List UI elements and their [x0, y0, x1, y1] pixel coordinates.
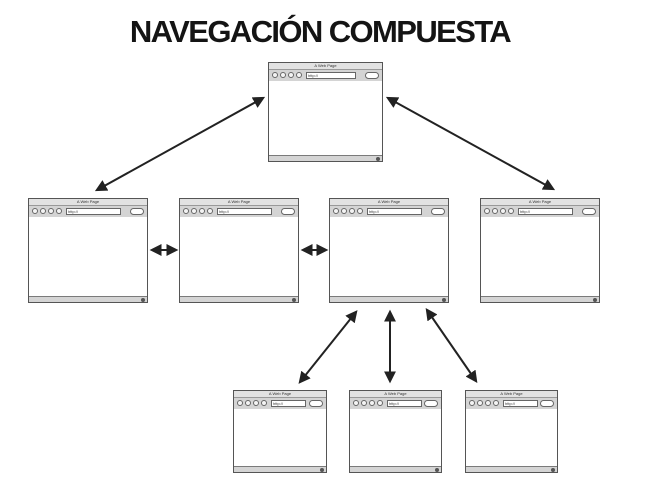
url-field: http:// — [66, 208, 121, 215]
back-icon — [333, 208, 339, 214]
page-content — [481, 217, 599, 297]
search-icon — [424, 400, 438, 407]
resize-grip-icon — [442, 298, 446, 302]
status-bar — [330, 296, 448, 302]
window-titlebar: A Web Page — [269, 63, 382, 70]
url-field: http:// — [518, 208, 573, 215]
browser-window-sub-3[interactable]: A Web Page http:// — [465, 390, 558, 473]
arrow-page-3-to-sub-3 — [425, 308, 478, 383]
forward-icon — [245, 400, 251, 406]
url-field: http:// — [306, 72, 356, 79]
url-field: http:// — [503, 400, 538, 407]
forward-icon — [40, 208, 46, 214]
browser-window-page-4[interactable]: A Web Page http:// — [480, 198, 600, 303]
stop-icon — [48, 208, 54, 214]
window-titlebar: A Web Page — [234, 391, 326, 398]
status-bar — [350, 466, 441, 472]
status-bar — [466, 466, 557, 472]
url-field: http:// — [271, 400, 306, 407]
forward-icon — [280, 72, 286, 78]
search-icon — [281, 208, 295, 215]
back-icon — [469, 400, 475, 406]
browser-window-home[interactable]: A Web Page http:// — [268, 62, 383, 162]
window-titlebar: A Web Page — [330, 199, 448, 206]
arrow-page-3-to-sub-1 — [298, 310, 358, 384]
home-icon — [377, 400, 383, 406]
stop-icon — [199, 208, 205, 214]
window-titlebar: A Web Page — [180, 199, 298, 206]
forward-icon — [341, 208, 347, 214]
url-field: http:// — [387, 400, 422, 407]
back-icon — [272, 72, 278, 78]
forward-icon — [361, 400, 367, 406]
browser-toolbar: http:// — [234, 398, 326, 410]
page-content — [330, 217, 448, 297]
resize-grip-icon — [435, 468, 439, 472]
status-bar — [234, 466, 326, 472]
window-titlebar: A Web Page — [466, 391, 557, 398]
stop-icon — [500, 208, 506, 214]
home-icon — [56, 208, 62, 214]
back-icon — [183, 208, 189, 214]
search-icon — [540, 400, 554, 407]
browser-window-page-2[interactable]: A Web Page http:// — [179, 198, 299, 303]
search-icon — [309, 400, 323, 407]
home-icon — [296, 72, 302, 78]
resize-grip-icon — [320, 468, 324, 472]
arrow-home-to-page-4 — [385, 96, 556, 191]
stop-icon — [288, 72, 294, 78]
resize-grip-icon — [593, 298, 597, 302]
forward-icon — [492, 208, 498, 214]
status-bar — [481, 296, 599, 302]
status-bar — [29, 296, 147, 302]
stop-icon — [369, 400, 375, 406]
window-titlebar: A Web Page — [350, 391, 441, 398]
back-icon — [353, 400, 359, 406]
browser-window-sub-2[interactable]: A Web Page http:// — [349, 390, 442, 473]
status-bar — [269, 155, 382, 161]
window-titlebar: A Web Page — [29, 199, 147, 206]
url-field: http:// — [367, 208, 422, 215]
page-content — [269, 81, 382, 156]
resize-grip-icon — [551, 468, 555, 472]
resize-grip-icon — [376, 157, 380, 161]
window-titlebar: A Web Page — [481, 199, 599, 206]
url-field: http:// — [217, 208, 272, 215]
diagram-title: NAVEGACIÓN COMPUESTA — [129, 14, 512, 49]
resize-grip-icon — [292, 298, 296, 302]
browser-window-sub-1[interactable]: A Web Page http:// — [233, 390, 327, 473]
browser-window-page-3[interactable]: A Web Page http:// — [329, 198, 449, 303]
home-icon — [261, 400, 267, 406]
home-icon — [493, 400, 499, 406]
search-icon — [431, 208, 445, 215]
home-icon — [508, 208, 514, 214]
page-content — [234, 409, 326, 467]
status-bar — [180, 296, 298, 302]
stop-icon — [485, 400, 491, 406]
arrow-home-to-page-1 — [94, 96, 266, 192]
forward-icon — [191, 208, 197, 214]
page-content — [180, 217, 298, 297]
home-icon — [207, 208, 213, 214]
browser-window-page-1[interactable]: A Web Page http:// — [28, 198, 148, 303]
resize-grip-icon — [141, 298, 145, 302]
search-icon — [130, 208, 144, 215]
search-icon — [582, 208, 596, 215]
stop-icon — [253, 400, 259, 406]
forward-icon — [477, 400, 483, 406]
back-icon — [32, 208, 38, 214]
page-content — [350, 409, 441, 467]
browser-toolbar: http:// — [350, 398, 441, 410]
stop-icon — [349, 208, 355, 214]
page-content — [29, 217, 147, 297]
home-icon — [357, 208, 363, 214]
search-icon — [365, 72, 379, 79]
back-icon — [484, 208, 490, 214]
browser-toolbar: http:// — [330, 206, 448, 218]
back-icon — [237, 400, 243, 406]
page-content — [466, 409, 557, 467]
